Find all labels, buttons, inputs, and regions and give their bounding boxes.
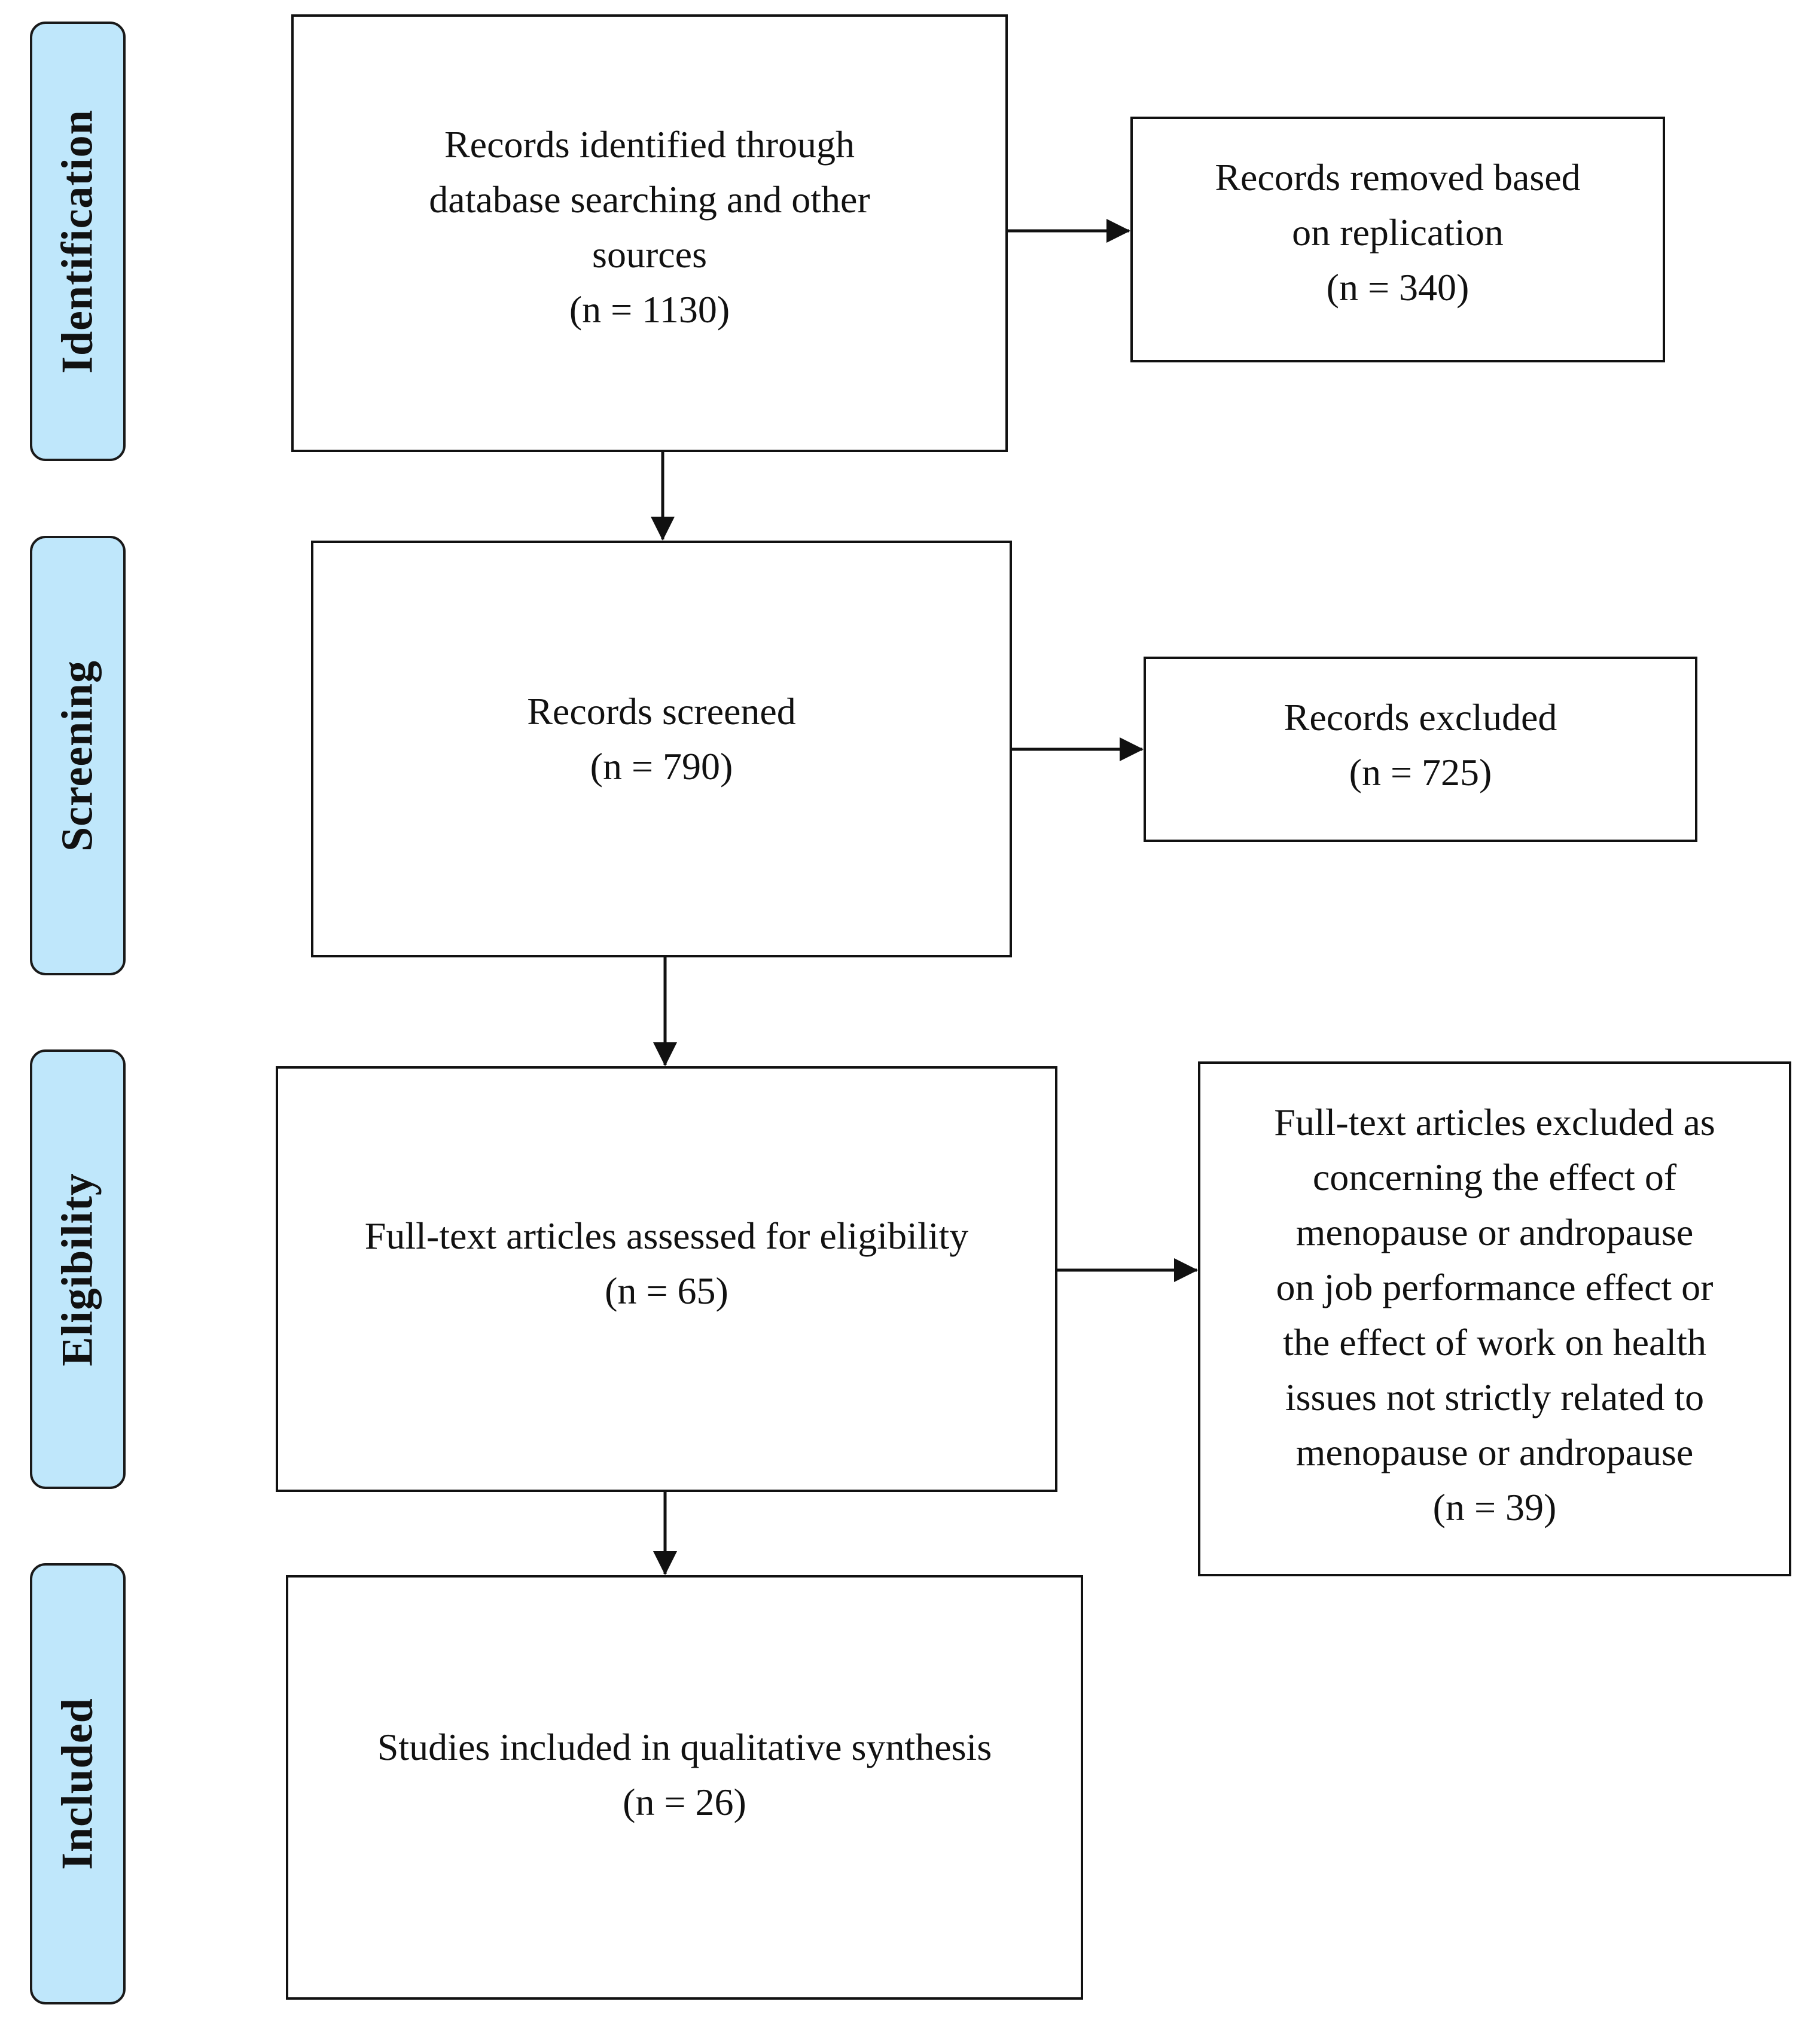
records-identified-box: Records identified through database sear…	[291, 14, 1008, 452]
records-removed-box: Records removed based on replication (n …	[1130, 117, 1665, 362]
records-identified-line-1: Records identified through	[444, 123, 855, 166]
studies-included-line-1: Studies included in qualitative synthesi…	[377, 1726, 992, 1768]
studies-included-count: (n = 26)	[623, 1781, 746, 1823]
fulltext-excluded-line-1: Full-text articles excluded as	[1274, 1101, 1715, 1143]
fulltext-excluded-line-2: concerning the effect of	[1312, 1156, 1677, 1198]
stage-screening: Screening	[30, 536, 126, 975]
records-identified-count: (n = 1130)	[569, 288, 730, 331]
fulltext-excluded-line-3: menopause or andropause	[1295, 1211, 1694, 1253]
stage-eligibility: Eligibility	[30, 1049, 126, 1489]
fulltext-excluded-line-7: menopause or andropause	[1295, 1431, 1694, 1473]
fulltext-excluded-line-4: on job performance effect or	[1276, 1266, 1714, 1308]
stage-identification: Identification	[30, 22, 126, 461]
fulltext-assessed-box: Full-text articles assessed for eligibil…	[276, 1066, 1057, 1492]
records-excluded-line-1: Records excluded	[1284, 696, 1557, 739]
records-excluded-count: (n = 725)	[1349, 751, 1492, 794]
fulltext-excluded-box: Full-text articles excluded as concernin…	[1198, 1061, 1791, 1576]
records-screened-box: Records screened (n = 790)	[311, 541, 1012, 957]
records-identified-line-3: sources	[592, 233, 707, 276]
records-removed-count: (n = 340)	[1326, 266, 1470, 309]
fulltext-excluded-line-5: the effect of work on health	[1283, 1321, 1706, 1363]
records-screened-count: (n = 790)	[590, 745, 733, 788]
records-screened-line-1: Records screened	[527, 690, 796, 733]
fulltext-excluded-line-6: issues not strictly related to	[1285, 1376, 1705, 1418]
records-removed-line-2: on replication	[1292, 211, 1504, 254]
stage-included: Included	[30, 1563, 126, 2004]
records-removed-line-1: Records removed based	[1215, 156, 1581, 199]
records-identified-line-2: database searching and other	[429, 178, 870, 221]
fulltext-assessed-count: (n = 65)	[605, 1270, 728, 1312]
fulltext-excluded-count: (n = 39)	[1432, 1486, 1557, 1528]
records-excluded-box: Records excluded (n = 725)	[1144, 657, 1697, 842]
fulltext-assessed-line-1: Full-text articles assessed for eligibil…	[364, 1215, 969, 1257]
studies-included-box: Studies included in qualitative synthesi…	[286, 1575, 1083, 2000]
